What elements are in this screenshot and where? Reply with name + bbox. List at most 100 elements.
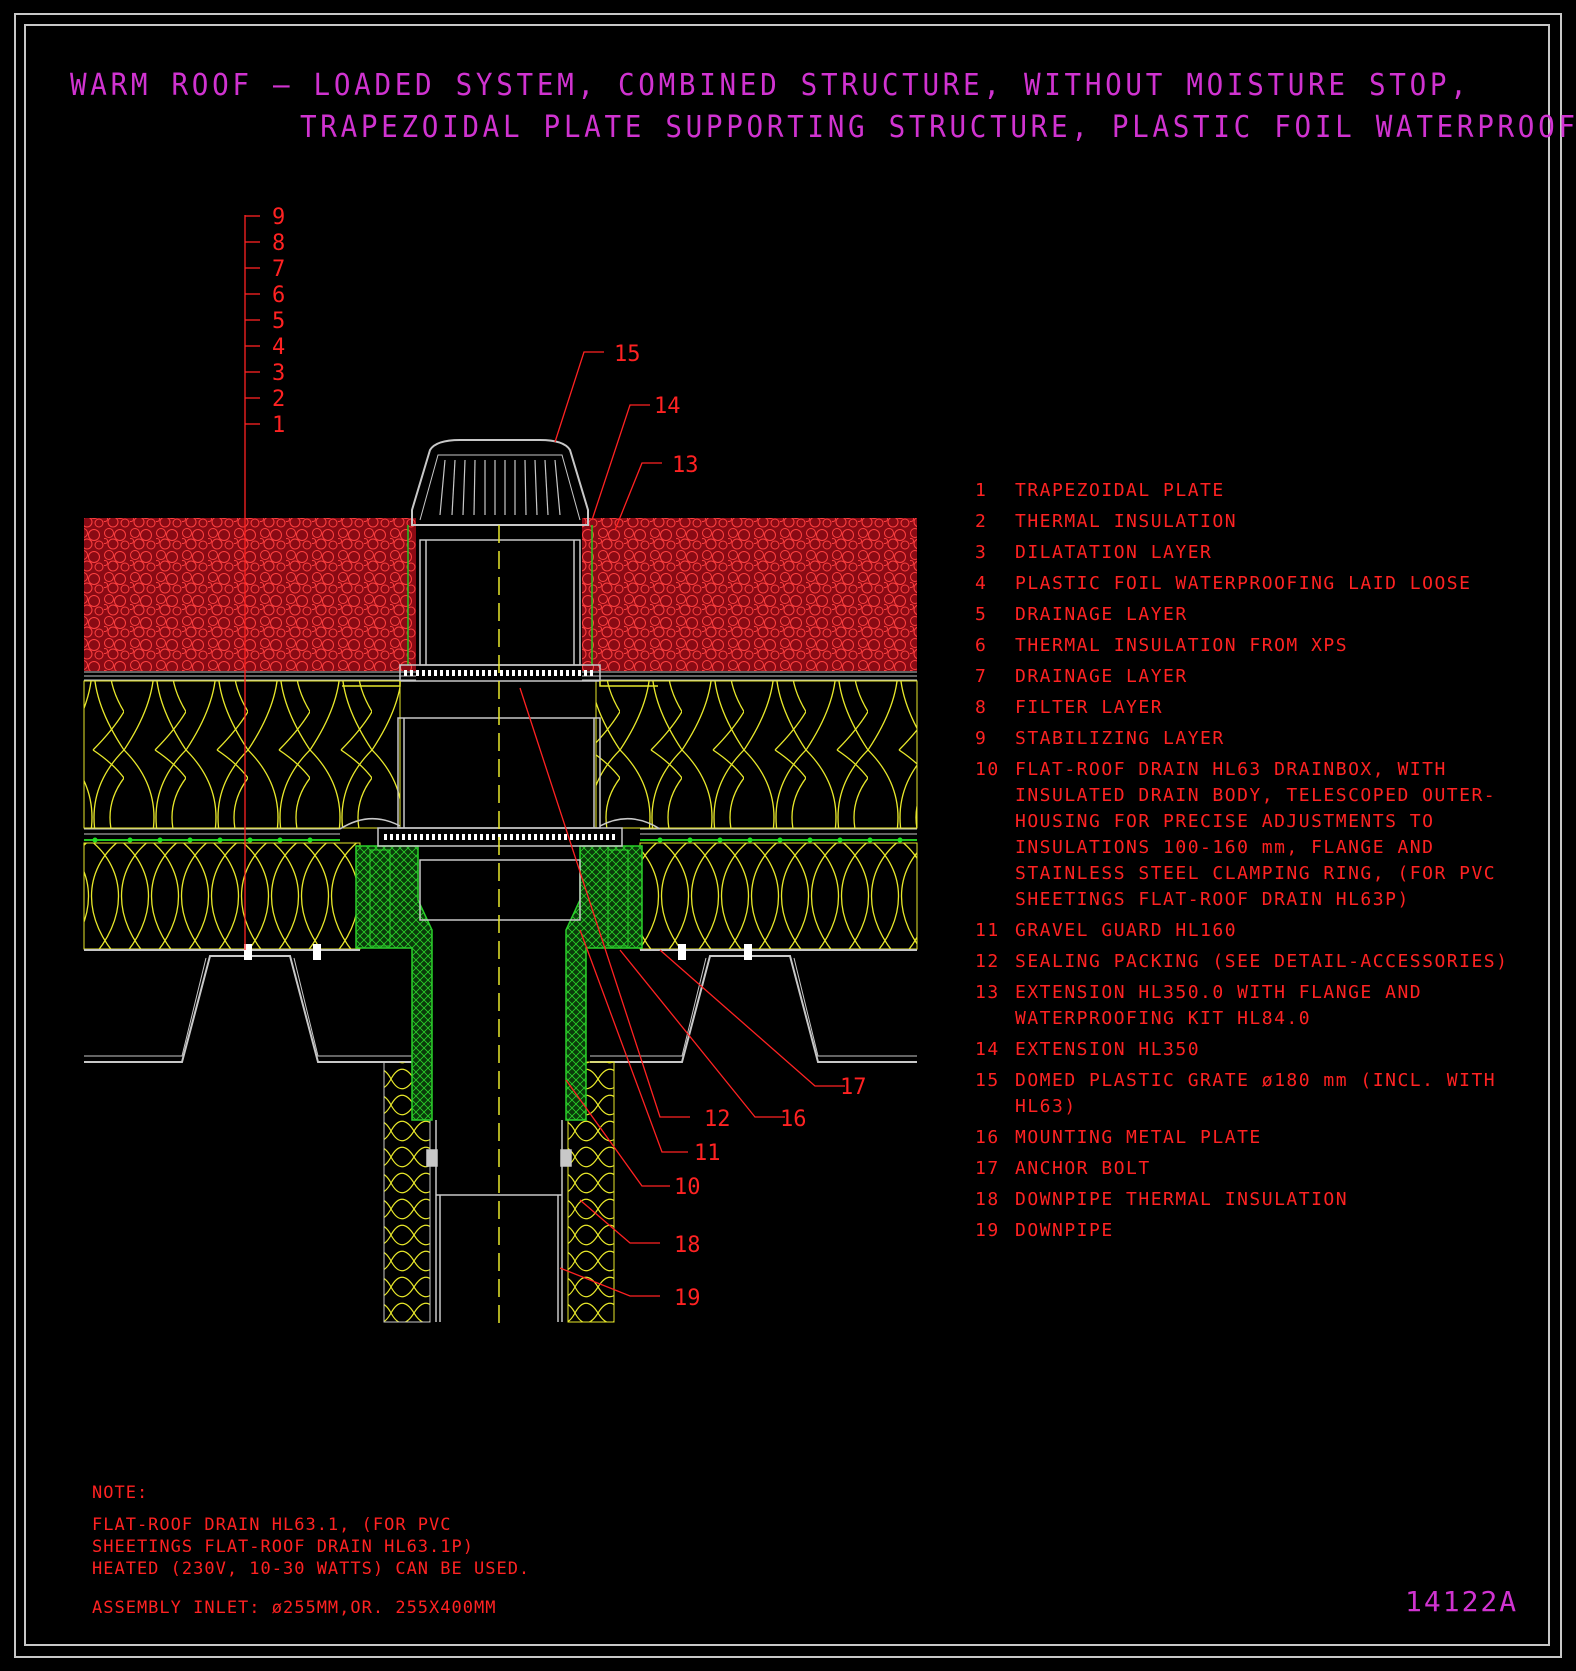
layer-label-6: 6 [272,283,285,308]
legend-text: DRAINAGE LAYER [1015,666,1188,687]
legend-text: EXTENSION HL350.0 WITH FLANGE AND WATERP… [1015,982,1423,1029]
legend-num: 6 [975,635,988,656]
legend-text: GRAVEL GUARD HL160 [1015,920,1238,941]
legend-item: 11 GRAVEL GUARD HL160 [975,918,1555,944]
drain-body [355,845,643,1121]
legend-num: 14 [975,1039,1000,1060]
legend-num: 13 [975,982,1000,1003]
domed-grate [411,439,589,526]
legend-text: ANCHOR BOLT [1015,1158,1151,1179]
legend-item: 19 DOWNPIPE [975,1218,1555,1244]
legend-text: DOWNPIPE [1015,1220,1114,1241]
legend-item: 12 SEALING PACKING (SEE DETAIL-ACCESSORIE… [975,949,1555,975]
legend-num: 9 [975,728,988,749]
callout-12: 12 [704,1107,731,1132]
legend-item: 14 EXTENSION HL350 [975,1037,1555,1063]
outer-frame [14,13,1562,1658]
layer-label-3: 3 [272,361,285,386]
legend-num: 10 [975,759,1000,780]
legend-num: 16 [975,1127,1000,1148]
legend-text: THERMAL INSULATION [1015,511,1238,532]
legend-text: FILTER LAYER [1015,697,1164,718]
note-line-4: ASSEMBLY INLET: ø255MM,OR. 255X400MM [92,1598,497,1618]
legend-num: 15 [975,1070,1000,1091]
legend-text: DOWNPIPE THERMAL INSULATION [1015,1189,1349,1210]
legend-item: 13 EXTENSION HL350.0 WITH FLANGE AND WATE… [975,980,1555,1032]
layer-label-7: 7 [272,257,285,282]
note-heading: NOTE: [92,1483,149,1503]
layer-stack-labels: 9 8 7 6 5 4 3 2 1 [272,205,285,438]
layer-label-5: 5 [272,309,285,334]
legend-num: 17 [975,1158,1000,1179]
gravel-layer-left [84,518,416,671]
clamping-rings [339,664,661,847]
callout-13: 13 [672,453,699,478]
callout-leaders [519,351,845,1297]
downpipe [426,1120,572,1322]
legend-text: DILATATION LAYER [1015,542,1213,563]
legend-text: DRAINAGE LAYER [1015,604,1188,625]
legend-item: 17 ANCHOR BOLT [975,1156,1555,1182]
trapezoidal-plate-right [590,955,917,1063]
legend-item: 6 THERMAL INSULATION FROM XPS [975,633,1555,659]
drawing-id: 14122A [1405,1585,1519,1618]
xps-insulation-right [595,680,918,829]
callout-19: 19 [674,1286,701,1311]
legend-text: STABILIZING LAYER [1015,728,1225,749]
legend-item: 5 DRAINAGE LAYER [975,602,1555,628]
layer-label-9: 9 [272,205,285,230]
legend-num: 3 [975,542,988,563]
layer-label-8: 8 [272,231,285,256]
layer-label-2: 2 [272,387,285,412]
xps-insulation-left [83,680,401,829]
legend-item: 18 DOWNPIPE THERMAL INSULATION [975,1187,1555,1213]
thin-layers-top [84,671,917,681]
legend-item: 2 THERMAL INSULATION [975,509,1555,535]
legend-text: EXTENSION HL350 [1015,1039,1201,1060]
waterproofing-membrane [84,828,917,843]
thermal-insulation-left [83,842,361,950]
callout-11: 11 [694,1141,721,1166]
layer-stack-leader [244,215,260,950]
legend-item: 9 STABILIZING LAYER [975,726,1555,752]
legend-item: 7 DRAINAGE LAYER [975,664,1555,690]
layer-label-4: 4 [272,335,285,360]
legend-num: 18 [975,1189,1000,1210]
callout-14: 14 [654,394,681,419]
note-line-3: HEATED (230V, 10-30 WATTS) CAN BE USED. [92,1559,531,1579]
anchor-bolts [244,944,752,960]
legend-num: 4 [975,573,988,594]
legend-item: 3 DILATATION LAYER [975,540,1555,566]
callout-18: 18 [674,1233,701,1258]
legend-text: PLASTIC FOIL WATERPROOFING LAID LOOSE [1015,573,1472,594]
legend-num: 11 [975,920,1000,941]
legend-item: 16 MOUNTING METAL PLATE [975,1125,1555,1151]
legend-text: SEALING PACKING (SEE DETAIL-ACCESSORIES) [1015,951,1509,972]
legend-num: 12 [975,951,1000,972]
title-line-2: TRAPEZOIDAL PLATE SUPPORTING STRUCTURE, … [300,110,1576,145]
legend-num: 1 [975,480,988,501]
legend-text: MOUNTING METAL PLATE [1015,1127,1262,1148]
callout-15: 15 [614,342,641,367]
legend-num: 2 [975,511,988,532]
note-line-1: FLAT-ROOF DRAIN HL63.1, (FOR PVC [92,1515,452,1535]
legend-num: 19 [975,1220,1000,1241]
gravel-layer-right [582,518,917,671]
inner-frame [24,24,1550,1646]
thermal-insulation-right [639,842,918,950]
note-line-2: SHEETINGS FLAT-ROOF DRAIN HL63.1P) [92,1537,474,1557]
callout-10: 10 [674,1175,701,1200]
legend-text: THERMAL INSULATION FROM XPS [1015,635,1349,656]
legend-num: 5 [975,604,988,625]
callout-17: 17 [840,1075,867,1100]
legend-num: 7 [975,666,988,687]
callout-16: 16 [780,1107,807,1132]
title-line-1: WARM ROOF – LOADED SYSTEM, COMBINED STRU… [70,68,1471,103]
legend-item: 4 PLASTIC FOIL WATERPROOFING LAID LOOSE [975,571,1555,597]
